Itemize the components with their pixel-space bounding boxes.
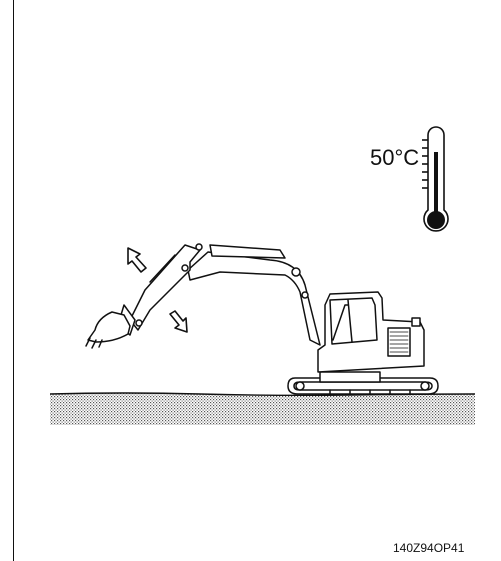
thermometer-icon: [422, 126, 449, 232]
ground: [49, 392, 476, 425]
excavator-icon: [85, 243, 439, 395]
arrow-up-left-icon: [127, 247, 147, 273]
temperature-label: 50°C: [370, 145, 420, 170]
arrow-down-right-icon: [169, 310, 188, 333]
figure-code: 140Z94OP41: [393, 541, 465, 555]
